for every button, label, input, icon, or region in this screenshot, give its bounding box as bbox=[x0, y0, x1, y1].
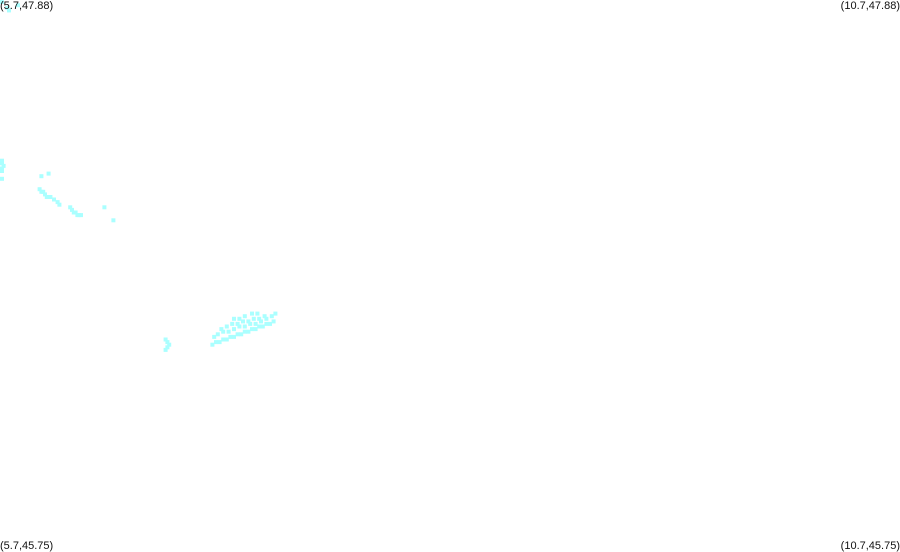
map-feature-point bbox=[163, 337, 168, 342]
map-feature-point bbox=[41, 189, 46, 194]
map-feature-point bbox=[264, 316, 269, 321]
map-feature-point bbox=[165, 345, 170, 350]
map-feature-point bbox=[248, 321, 253, 326]
map-feature-point bbox=[39, 174, 44, 179]
corner-label-bottom-left: (5.7,45.75) bbox=[0, 540, 54, 552]
map-feature-point bbox=[214, 340, 218, 345]
map-feature-point bbox=[0, 169, 4, 173]
map-feature-point bbox=[48, 195, 53, 199]
map-feature-point bbox=[0, 0, 4, 4]
map-feature-point bbox=[242, 324, 247, 329]
map-feature-point bbox=[1, 163, 6, 168]
map-feature-point bbox=[228, 334, 233, 339]
map-feature-point bbox=[0, 158, 4, 163]
map-feature-point bbox=[212, 334, 217, 339]
map-feature-point bbox=[73, 210, 78, 215]
map-feature-point bbox=[37, 187, 42, 192]
map-feature-point bbox=[46, 171, 51, 176]
corner-label-top-right: (10.7,47.88) bbox=[840, 0, 900, 12]
map-feature-point bbox=[52, 197, 56, 202]
map-feature-point bbox=[70, 207, 74, 212]
map-feature-point bbox=[230, 321, 235, 326]
map-feature-point bbox=[259, 319, 263, 324]
map-feature-point bbox=[224, 324, 229, 329]
map-feature-point bbox=[215, 332, 220, 337]
map-feature-point bbox=[264, 321, 269, 326]
map-feature-point bbox=[237, 316, 242, 321]
map-feature-point bbox=[271, 319, 276, 324]
map-feature-point bbox=[250, 327, 254, 332]
map-feature-point bbox=[0, 176, 4, 181]
corner-label-top-left: (5.7,47.88) bbox=[0, 0, 54, 12]
map-feature-point bbox=[111, 218, 116, 223]
map-feature-point bbox=[226, 329, 231, 334]
map-feature-point bbox=[251, 316, 256, 321]
map-feature-point bbox=[255, 311, 260, 316]
map-feature-point bbox=[260, 324, 265, 329]
map-feature-point bbox=[262, 314, 267, 319]
map-feature-point bbox=[102, 205, 107, 210]
map-feature-point bbox=[217, 340, 222, 345]
map-feature-point bbox=[219, 327, 224, 332]
map-feature-point bbox=[273, 311, 278, 316]
map-feature-point bbox=[0, 161, 4, 166]
map-feature-point bbox=[68, 205, 73, 210]
map-feature-point bbox=[57, 202, 62, 207]
map-feature-point bbox=[79, 213, 83, 218]
map-feature-point bbox=[268, 321, 272, 326]
map-feature-point bbox=[253, 321, 258, 326]
map-feature-point bbox=[221, 337, 226, 342]
map-feature-point bbox=[257, 316, 262, 321]
map-feature-point bbox=[257, 324, 262, 329]
map-feature-point bbox=[0, 166, 4, 171]
map-feature-point bbox=[232, 334, 236, 339]
map-feature-point bbox=[210, 342, 215, 347]
map-feature-point bbox=[241, 319, 245, 324]
map-feature-point bbox=[163, 347, 168, 352]
map-feature-point bbox=[235, 332, 240, 337]
map-feature-point bbox=[165, 340, 170, 345]
map-feature-point bbox=[167, 342, 172, 347]
map-feature-point bbox=[239, 332, 244, 337]
map-feature-point bbox=[250, 311, 254, 316]
map-feature-point bbox=[242, 329, 247, 334]
map-feature-point bbox=[16, 3, 20, 8]
map-feature-point bbox=[44, 195, 49, 199]
map-feature-point bbox=[43, 192, 47, 197]
map-feature-point bbox=[232, 327, 236, 332]
map-feature-point bbox=[269, 314, 274, 319]
map-feature-point bbox=[232, 316, 236, 321]
map-feature-point bbox=[235, 321, 240, 326]
map-feature-point bbox=[224, 337, 229, 342]
map-feature-point bbox=[55, 200, 60, 205]
map-feature-point bbox=[242, 314, 247, 319]
corner-label-bottom-right: (10.7,45.75) bbox=[840, 540, 900, 552]
map-feature-point bbox=[237, 324, 242, 329]
map-feature-point bbox=[221, 329, 226, 334]
map-feature-point bbox=[5, 5, 10, 10]
map-feature-point bbox=[246, 329, 251, 334]
map-feature-point bbox=[246, 319, 251, 324]
map-feature-point bbox=[253, 327, 258, 332]
map-feature-point bbox=[7, 8, 11, 13]
